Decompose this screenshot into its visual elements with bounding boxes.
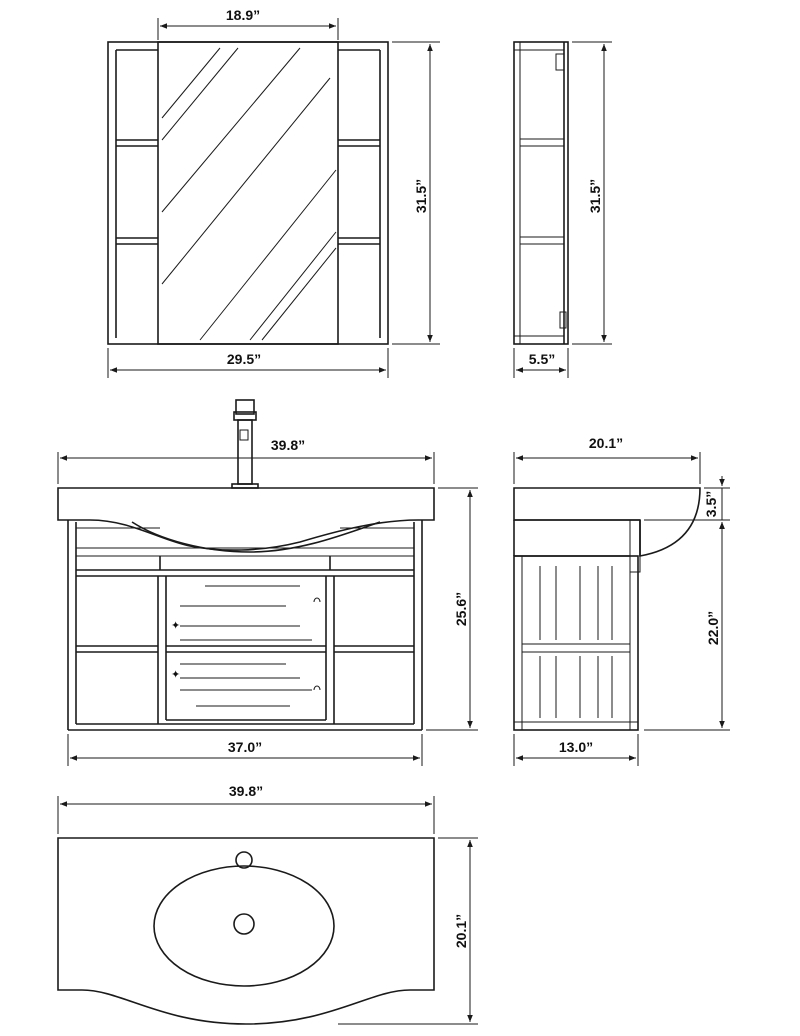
vanity-cabinet-depth-label: 13.0” (559, 739, 593, 755)
dim-sink-top-depth: 20.1” (338, 837, 478, 1025)
vanity-front-view: ✦ ✦ (57, 399, 435, 731)
dim-vanity-top-width: 39.8” (57, 437, 435, 484)
dim-mirror-side-depth: 5.5” (513, 348, 569, 378)
door-pin-icon: ✦ (171, 668, 180, 681)
dim-vanity-cabinet-depth: 13.0” (513, 734, 639, 766)
dim-vanity-cabinet-height: 22.0” (644, 522, 730, 731)
sink-top-view (57, 837, 435, 1025)
dim-vanity-cabinet-width: 37.0” (67, 734, 423, 766)
mirror-cabinet-height-label: 31.5” (413, 179, 429, 213)
vanity-top-width-label: 39.8” (271, 437, 305, 453)
vanity-cabinet-height-label: 22.0” (705, 611, 721, 645)
dim-vanity-side-depth: 20.1” (513, 435, 701, 484)
door-pin-icon: ✦ (171, 619, 180, 632)
mirror-side-height-label: 31.5” (587, 179, 603, 213)
vanity-total-height-label: 25.6” (453, 592, 469, 626)
dim-mirror-cabinet-width: 29.5” (107, 348, 389, 378)
vanity-top-thickness-label: 3.5” (703, 491, 719, 517)
dim-vanity-total-height: 25.6” (426, 487, 478, 731)
vanity-side-depth-label: 20.1” (589, 435, 623, 451)
mirror-glass-width-label: 18.9” (226, 7, 260, 23)
mirror-cabinet-front-view (107, 41, 389, 345)
sink-top-depth-label: 20.1” (453, 914, 469, 948)
dim-mirror-cabinet-height: 31.5” (392, 41, 440, 345)
vanity-cabinet-width-label: 37.0” (228, 739, 262, 755)
mirror-cabinet-width-label: 29.5” (227, 351, 261, 367)
dim-mirror-glass-width: 18.9” (157, 7, 339, 40)
dim-mirror-side-height: 31.5” (572, 41, 612, 345)
dim-sink-top-width: 39.8” (57, 783, 435, 834)
dim-vanity-top-thickness: 3.5” (644, 476, 730, 532)
sink-top-width-label: 39.8” (229, 783, 263, 799)
vanity-side-view (513, 487, 701, 731)
mirror-cabinet-side-view (513, 41, 569, 345)
mirror-side-depth-label: 5.5” (529, 351, 555, 367)
